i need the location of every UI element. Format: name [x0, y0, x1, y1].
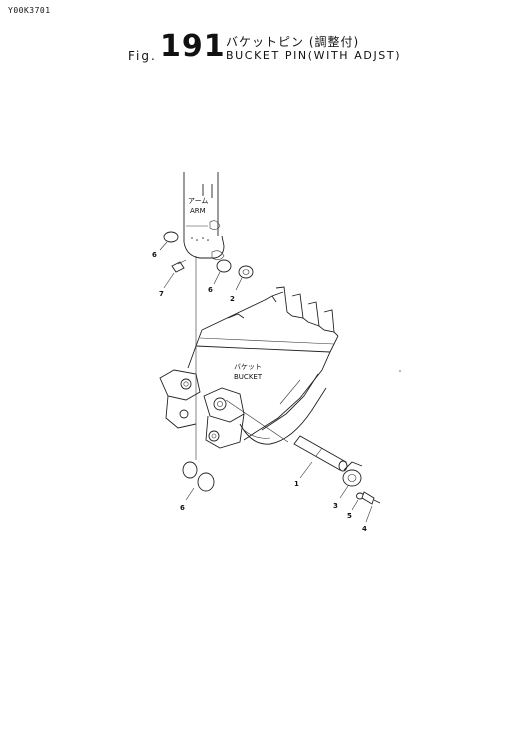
callout-7: 7	[159, 290, 164, 298]
bucket-boss-right	[203, 387, 245, 449]
bucket-label-en: BUCKET	[234, 373, 263, 381]
bucket-label-jp: バケット	[234, 363, 262, 371]
bucket-pin-part-1	[293, 435, 348, 472]
arm-drawing	[183, 172, 225, 260]
title-english: BUCKET PIN(WITH ADJST)	[226, 49, 402, 62]
o-ring-part-6-middle	[216, 259, 232, 273]
callout-6-middle: 6	[208, 286, 213, 294]
arm-label-en: ARM	[190, 207, 206, 215]
arm-label-jp: アーム	[188, 197, 208, 205]
o-ring-part-6-top	[163, 231, 179, 243]
callout-5: 5	[347, 512, 352, 520]
callout-6-bottom: 6	[180, 504, 185, 512]
callout-4: 4	[362, 525, 367, 533]
bolt-part-4	[361, 491, 381, 505]
callout-2: 2	[230, 295, 235, 303]
grease-nipple-part-7	[171, 259, 187, 273]
o-ring-part-6-bottom	[182, 461, 215, 492]
title-japanese: バケットピン (調整付)	[226, 35, 360, 49]
document-code: Y00K3701	[8, 6, 51, 15]
adjust-plate-part-3	[342, 461, 363, 487]
callout-1: 1	[294, 480, 299, 488]
callout-3: 3	[333, 502, 338, 510]
bucket-drawing	[187, 286, 339, 445]
bucket-boss-left	[159, 369, 201, 429]
figure-number: 191	[160, 29, 226, 64]
washer-part-2	[238, 265, 254, 279]
callout-6-top: 6	[152, 251, 157, 259]
figure-label: Fig.	[128, 49, 157, 63]
